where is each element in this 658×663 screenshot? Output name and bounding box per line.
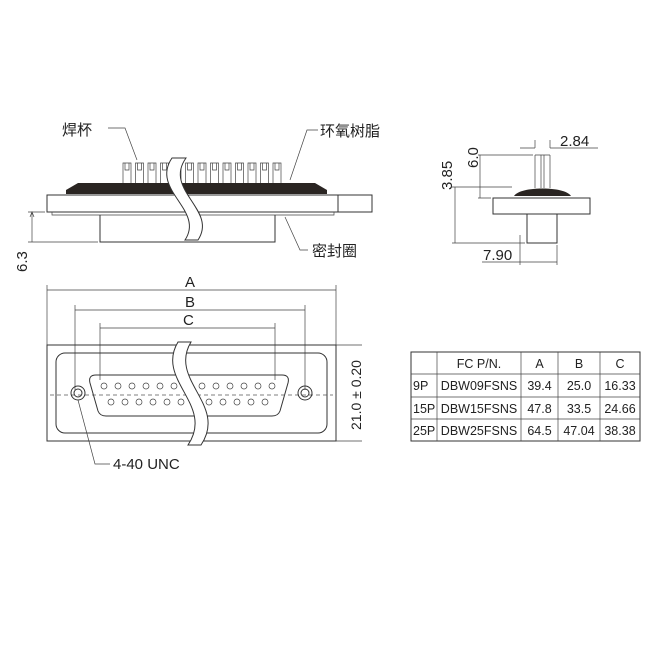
solder-cup (210, 162, 219, 183)
mount-hole-left (70, 385, 86, 401)
table-cell: 33.5 (567, 402, 591, 416)
contact-pin (226, 382, 234, 390)
table-cell: 15P (413, 402, 435, 416)
solder-cup (247, 162, 257, 183)
contact-pin (198, 382, 206, 390)
seal-ring-leader (284, 216, 308, 251)
dim-A: A (185, 274, 195, 291)
contact-pin (205, 398, 213, 406)
dim-7-90: 7.90 (483, 247, 512, 264)
contact-pin (240, 382, 248, 390)
end-shell (526, 213, 558, 244)
solder-cup-leader (108, 127, 138, 161)
contact-pin (114, 382, 122, 390)
flange-extension (337, 194, 373, 213)
table-header-cell: C (615, 357, 624, 371)
dim-2-84: 2.84 (560, 133, 589, 150)
epoxy-leader (289, 129, 318, 181)
thread-label: 4-40 UNC (113, 456, 180, 473)
table-cell: 64.5 (527, 424, 551, 438)
dim-B: B (185, 294, 195, 311)
solder-cup (185, 162, 194, 183)
contact-pin (107, 398, 115, 406)
solder-cup (147, 162, 157, 183)
contact-pin (121, 398, 129, 406)
solder-cup (222, 162, 232, 183)
dim-3-85: 3.85 (439, 161, 456, 190)
mount-hole-right (297, 385, 313, 401)
dim-6-0: 6.0 (465, 147, 482, 168)
solder-cup (122, 162, 132, 183)
solder-cup (235, 162, 244, 183)
contact-pin (177, 398, 185, 406)
contact-pin (163, 398, 171, 406)
table-cell: DBW15FSNS (441, 402, 517, 416)
contact-pin (135, 398, 143, 406)
epoxy-layer (66, 183, 327, 194)
table-cell: 25P (413, 424, 435, 438)
contact-pin (142, 382, 150, 390)
contact-pin (156, 382, 164, 390)
contact-pin (149, 398, 157, 406)
contact-pin (219, 398, 227, 406)
solder-cup-label: 焊杯 (62, 122, 92, 139)
part-number-table: FC P/N. A B C 9P DBW09FSNS 39.4 25.0 16.33 15P DBW… (410, 351, 641, 442)
end-dim-lines (452, 140, 598, 265)
table-header-cell: B (575, 357, 583, 371)
table-cell: 24.66 (604, 402, 635, 416)
seal-ring-label: 密封圈 (312, 243, 357, 260)
thread-leader (77, 399, 110, 465)
end-cups (534, 154, 551, 188)
table-cell: 9P (413, 379, 428, 393)
table-cell: 38.38 (604, 424, 635, 438)
table-border (410, 351, 641, 442)
side-view: 焊杯 环氧树脂 密封圈 6.3 (14, 122, 380, 272)
end-epoxy (514, 188, 571, 196)
table-header-cell: FC P/N. (457, 357, 501, 371)
break-line (166, 157, 203, 241)
table-cell: 47.04 (563, 424, 594, 438)
table-cell: DBW25FSNS (441, 424, 517, 438)
contact-pin (128, 382, 136, 390)
dim-height: 21.0 ± 0.20 (348, 360, 364, 430)
dim-6-3-lines (28, 211, 98, 243)
solder-cup (272, 162, 282, 183)
front-view: A B C 21.0 ± 0.20 4-40 UNC (46, 274, 364, 473)
table-cell: 16.33 (604, 379, 635, 393)
contact-pin (247, 398, 255, 406)
contact-pin (261, 398, 269, 406)
contact-pin (268, 382, 276, 390)
table-cell: DBW09FSNS (441, 379, 517, 393)
front-break (172, 341, 209, 446)
epoxy-label: 环氧树脂 (320, 123, 380, 140)
table-cell: 25.0 (567, 379, 591, 393)
solder-cup (197, 162, 207, 183)
dim-C: C (183, 312, 194, 329)
dim-6-3: 6.3 (14, 251, 31, 272)
solder-cup (135, 162, 144, 183)
dim-lines-abc (46, 285, 362, 442)
contact-pin (254, 382, 262, 390)
table-cell: 39.4 (527, 379, 551, 393)
d-shell (89, 374, 289, 417)
solder-cup (260, 162, 269, 183)
contact-pin (212, 382, 220, 390)
contact-pins (100, 382, 276, 406)
solder-cups (122, 162, 282, 183)
end-plate (492, 197, 591, 215)
contact-pin (170, 382, 178, 390)
mount-hole-left-inner (73, 388, 83, 398)
table-header-cell: A (535, 357, 544, 371)
inner-flange (55, 352, 328, 434)
table-cell: 47.8 (527, 402, 551, 416)
contact-pin (233, 398, 241, 406)
contact-pin (100, 382, 108, 390)
mount-hole-right-inner (300, 388, 310, 398)
end-view: 6.0 3.85 2.84 7.90 (439, 133, 598, 265)
shell-body (99, 215, 276, 243)
